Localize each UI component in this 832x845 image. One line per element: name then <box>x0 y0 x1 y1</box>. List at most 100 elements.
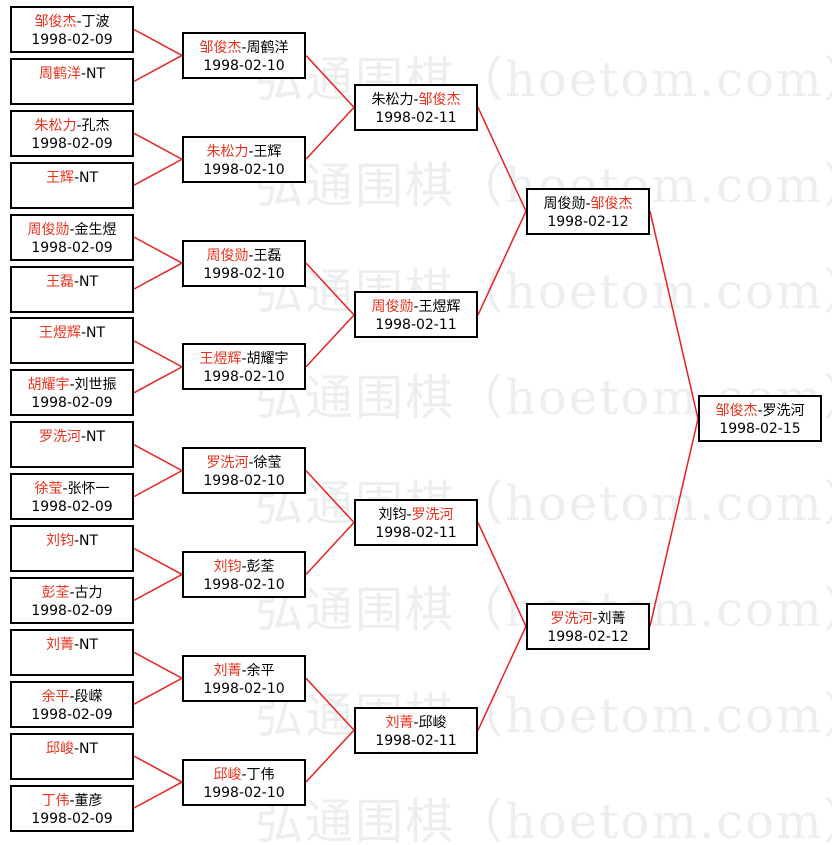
match-players: 彭荃-古力 <box>12 584 132 602</box>
match-players: 朱松力-邹俊杰 <box>356 91 476 109</box>
connector-line <box>133 781 183 809</box>
match-players: 刘菁-NT <box>12 636 132 654</box>
match-date: 1998-02-11 <box>375 109 457 126</box>
match-date: 1998-02-15 <box>719 421 801 438</box>
match-date: 1998-02-10 <box>203 369 285 386</box>
player-1-name: 周俊勋 <box>371 299 414 316</box>
match-players: 周鹤洋-NT <box>12 65 132 83</box>
player-1-name: 周俊勋 <box>543 195 586 212</box>
separator: - <box>69 688 75 705</box>
match-players: 邹俊杰-周鹤洋 <box>184 39 304 57</box>
match-date: 1998-02-10 <box>203 265 285 282</box>
player-1-name: 罗洗河 <box>206 455 249 472</box>
player-1-name: 邹俊杰 <box>34 14 77 30</box>
match-date: 1998-02-11 <box>375 732 457 749</box>
player-2-name: 王磊 <box>253 247 282 264</box>
match-date: 1998-02-10 <box>203 473 285 490</box>
match-box: 罗洗河-NT <box>10 421 134 469</box>
separator: - <box>413 299 419 316</box>
separator: - <box>241 766 247 783</box>
player-1-name: 邹俊杰 <box>199 39 242 56</box>
player-2-name: NT <box>79 169 99 186</box>
connector-line <box>133 755 183 783</box>
separator: - <box>241 558 247 575</box>
match-players: 周俊勋-金生煜 <box>12 221 132 239</box>
separator: - <box>73 636 80 653</box>
player-2-name: 董彦 <box>74 792 103 809</box>
separator: - <box>69 377 75 394</box>
player-2-name: NT <box>79 740 99 757</box>
player-1-name: 邱峻 <box>213 766 242 783</box>
match-box: 刘菁-NT <box>10 628 134 676</box>
match-date: 1998-02-09 <box>31 32 113 48</box>
player-2-name: 余平 <box>246 662 275 679</box>
match-box: 王煜辉-NT <box>10 317 134 365</box>
player-2-name: 罗洗河 <box>762 403 805 420</box>
match-players: 周俊勋-王煜辉 <box>356 298 476 316</box>
match-players: 朱松力-孔杰 <box>12 117 132 135</box>
separator: - <box>76 117 82 134</box>
connector-line <box>133 158 183 186</box>
separator: - <box>80 429 87 446</box>
player-2-name: 胡耀宇 <box>246 351 289 368</box>
player-2-name: 孔杰 <box>81 117 110 134</box>
match-players: 王磊-NT <box>12 273 132 291</box>
connector-line <box>305 522 355 575</box>
player-2-name: 周鹤洋 <box>246 39 289 56</box>
separator: - <box>248 247 254 264</box>
match-players: 丁伟-董彦 <box>12 792 132 810</box>
player-2-name: 罗洗河 <box>411 507 454 524</box>
match-players: 刘菁-邱峻 <box>356 714 476 732</box>
connector-line <box>133 28 183 57</box>
player-1-name: 刘钧 <box>378 507 407 524</box>
player-2-name: 王煜辉 <box>418 299 461 316</box>
connector-line <box>133 651 183 679</box>
connector-line <box>477 626 527 731</box>
match-players: 刘菁-余平 <box>184 662 304 680</box>
match-players: 刘钧-罗洗河 <box>356 506 476 524</box>
player-1-name: 王煜辉 <box>38 325 81 342</box>
match-date: 1998-02-09 <box>31 135 113 152</box>
player-2-name: 古力 <box>74 584 103 601</box>
match-date: 1998-02-12 <box>547 628 629 645</box>
player-2-name: 段嵘 <box>74 688 103 705</box>
player-1-name: 罗洗河 <box>38 429 81 446</box>
separator: - <box>241 39 247 56</box>
separator: - <box>248 455 254 472</box>
separator: - <box>73 169 80 186</box>
match-players: 罗洗河-徐莹 <box>184 454 304 472</box>
player-1-name: 王煜辉 <box>199 351 242 368</box>
connector-line <box>305 677 355 731</box>
connector-line <box>649 418 699 627</box>
match-players: 罗洗河-NT <box>12 428 132 446</box>
connector-line <box>133 366 183 394</box>
match-date: 1998-02-09 <box>31 602 113 619</box>
player-2-name: 刘世振 <box>74 377 117 394</box>
player-2-name: 丁伟 <box>246 766 275 783</box>
separator: - <box>413 91 419 108</box>
connector-line <box>305 729 355 783</box>
match-players: 王辉-NT <box>12 169 132 187</box>
match-box: 邱峻-NT <box>10 732 134 780</box>
separator: - <box>69 584 75 601</box>
match-box: 周鹤洋-NT <box>10 57 134 105</box>
player-1-name: 刘钧 <box>213 558 242 575</box>
connector-line <box>305 106 355 160</box>
connector-line <box>133 236 183 264</box>
match-players: 朱松力-王辉 <box>184 143 304 161</box>
separator: - <box>62 481 68 498</box>
player-1-name: 周俊勋 <box>206 247 249 264</box>
player-1-name: 邱峻 <box>45 740 74 757</box>
player-1-name: 刘菁 <box>213 662 242 679</box>
connector-line <box>133 469 183 498</box>
player-2-name: 邹俊杰 <box>418 91 461 108</box>
